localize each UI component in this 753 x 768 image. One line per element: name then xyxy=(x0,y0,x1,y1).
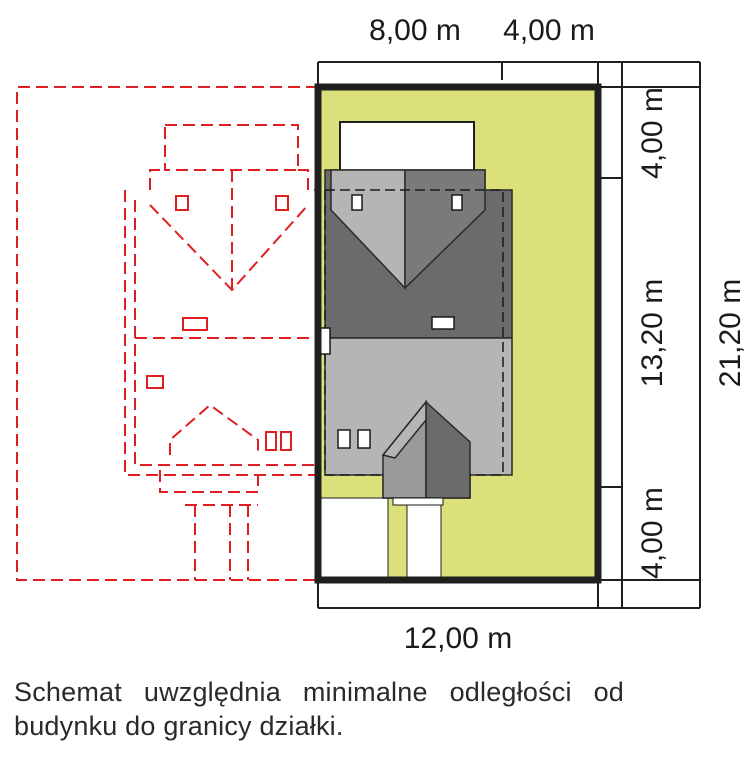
entrance-path-right xyxy=(406,497,442,581)
dim-right-total: 21,20 m xyxy=(714,279,747,387)
dimension-lines xyxy=(317,61,701,609)
porch-steps xyxy=(392,497,444,506)
caption: Schemat uwzględnia minimalne odległości … xyxy=(14,675,624,743)
dim-right-top: 4,00 m xyxy=(636,87,669,179)
neighbor-windows xyxy=(146,195,292,451)
plot-boundary xyxy=(314,83,602,584)
dim-right-middle: 13,20 m xyxy=(636,279,669,387)
caption-line-2: budynku do granicy działki. xyxy=(14,711,344,741)
dim-top-left: 8,00 m xyxy=(369,14,461,47)
neighbor-building-outline xyxy=(16,86,318,581)
dim-top-right: 4,00 m xyxy=(503,14,595,47)
site-plan-diagram: 8,00 m 4,00 m 12,00 m 4,00 m 13,20 m 4,0… xyxy=(16,14,747,655)
house-roof xyxy=(324,169,513,499)
terrace xyxy=(339,121,475,175)
dim-right-bottom: 4,00 m xyxy=(636,487,669,579)
entrance-path-left xyxy=(317,497,389,581)
caption-line-1: Schemat uwzględnia minimalne odległości … xyxy=(14,677,624,707)
dim-bottom: 12,00 m xyxy=(404,622,512,655)
